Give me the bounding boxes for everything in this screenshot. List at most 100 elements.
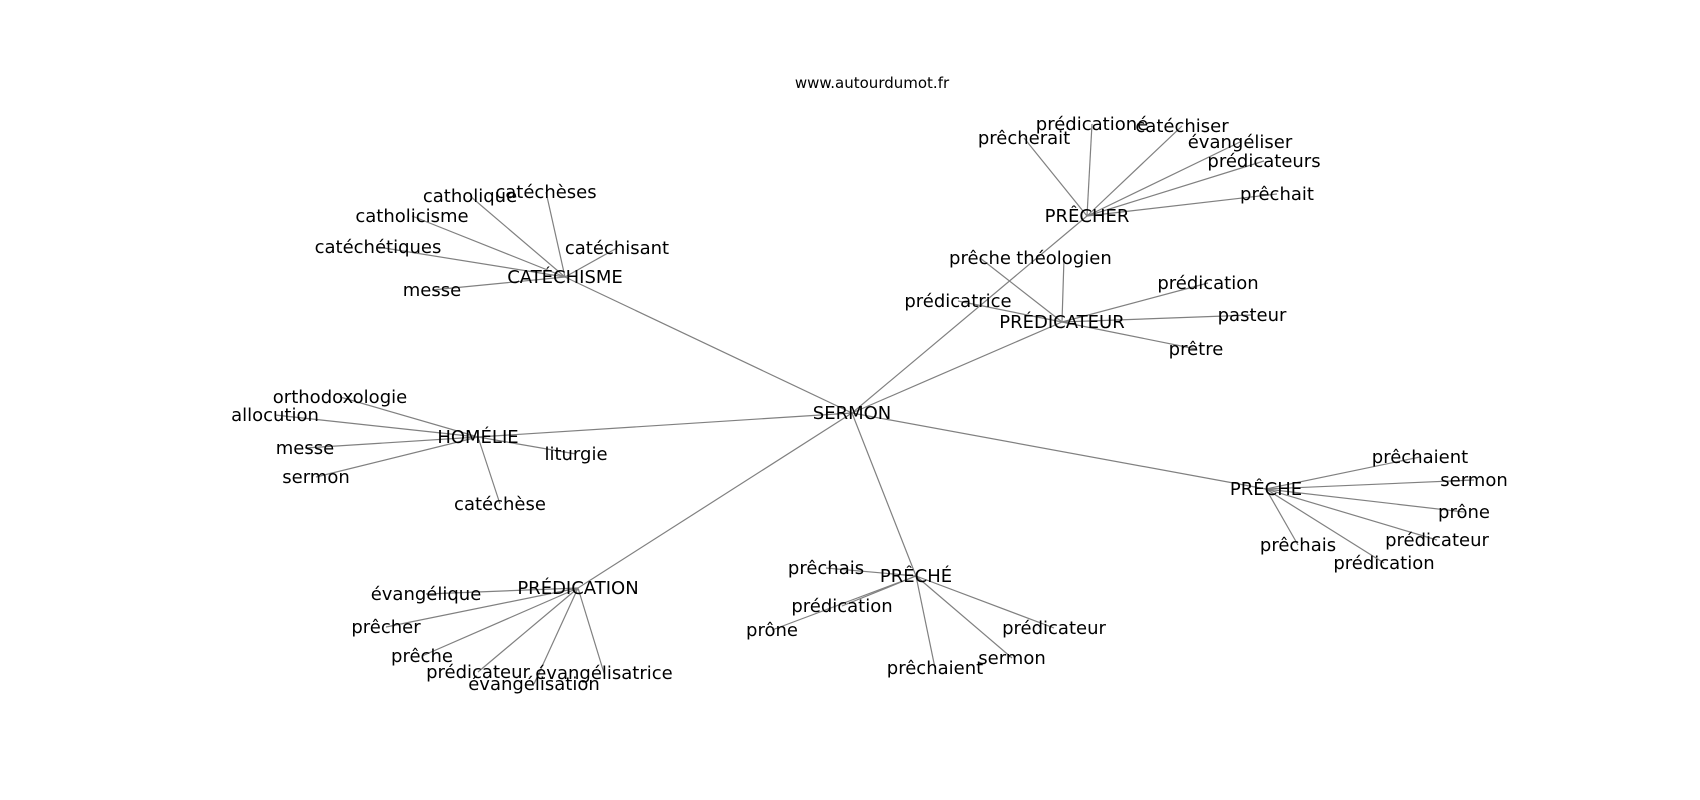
center-node-label: SERMON [813, 403, 891, 424]
hub-precher-leaf-label: prédicationé [1036, 114, 1148, 135]
hub-predication-label: PRÉDICATION [517, 577, 638, 599]
hub-catechisme-leaf-label: catéchétiques [315, 237, 442, 258]
edge-hub-predicateur-leaf-5 [1061, 321, 1197, 350]
edge-hub-precher-leaf-3 [1086, 141, 1241, 217]
hub-homelie-leaf-label: catéchèse [454, 494, 546, 515]
hub-homelie-leaf-label: messe [276, 438, 334, 459]
hub-predicateur-leaf-label: théologien [1016, 248, 1111, 269]
edge-hub-predication-leaf-2 [421, 587, 579, 657]
edge-center-hub-catechisme [564, 276, 853, 414]
hub-preche-accent-leaf-label: prédicateur [1002, 618, 1106, 639]
hub-predication-leaf-label: prêcher [351, 617, 421, 638]
hub-preche-accent-leaf-label: sermon [978, 648, 1046, 669]
edge-hub-preche-accent-leaf-0 [825, 567, 917, 577]
edge-center-hub-predicateur [851, 321, 1063, 414]
hub-precher-leaf-label: prédicateurs [1207, 151, 1320, 172]
edge-hub-predication-leaf-1 [385, 587, 579, 628]
hub-catechisme-label: CATÉCHISME [507, 266, 623, 288]
hub-predication-leaf-label: prédicateur [426, 662, 530, 683]
edge-hub-predication-leaf-3 [477, 587, 579, 673]
hub-predicateur-leaf-label: pasteur [1218, 305, 1287, 326]
hub-catechisme-leaf-label: catéchisant [565, 238, 669, 259]
hub-homelie-leaf-label: sermon [282, 467, 350, 488]
hub-precher-leaf-label: évangéliser [1188, 132, 1293, 153]
edge-hub-homelie-leaf-0 [339, 396, 479, 438]
hub-precher-leaf-label: catéchiser [1135, 116, 1229, 137]
site-url-label: www.autourdumot.fr [795, 74, 950, 92]
hub-preche-accent-label: PRÊCHÉ [880, 565, 952, 587]
edge-hub-precher-leaf-2 [1023, 137, 1088, 217]
hub-preche-leaf-label: sermon [1440, 470, 1508, 491]
edge-hub-preche-leaf-1 [1265, 479, 1475, 490]
edge-hub-predicateur-leaf-1 [1061, 257, 1065, 323]
hub-catechisme-leaf-label: messe [403, 280, 461, 301]
edge-hub-preche-leaf-4 [1265, 488, 1299, 546]
edge-hub-catechisme-leaf-5 [431, 276, 566, 291]
hub-homelie-leaf-label: allocution [231, 405, 319, 426]
hub-catechisme-leaf-label: catéchèses [495, 182, 596, 203]
edge-hub-predication-leaf-5 [533, 587, 579, 685]
edge-hub-predicateur-leaf-4 [1061, 314, 1253, 323]
hub-predicateur-leaf-label: prêche [949, 248, 1011, 269]
edge-hub-catechisme-leaf-2 [411, 215, 566, 278]
edge-hub-homelie-leaf-3 [477, 436, 577, 455]
hub-catechisme-leaf-label: catholique [423, 186, 517, 207]
edge-hub-precher-leaf-4 [1086, 160, 1265, 217]
edge-center-hub-predication [577, 412, 853, 589]
edge-hub-predicateur-leaf-3 [957, 300, 1063, 323]
hub-preche-accent-leaf-label: prône [746, 620, 798, 641]
hub-preche-leaf-label: prêchaient [1372, 447, 1468, 468]
hub-predication-leaf-label: évangélique [371, 584, 482, 605]
hub-predication-leaf-label: évangélisation [468, 674, 600, 695]
edge-hub-preche-leaf-3 [1265, 488, 1438, 541]
edge-hub-preche-leaf-2 [1265, 488, 1465, 513]
hub-homelie-label: HOMÉLIE [437, 426, 518, 448]
edge-hub-preche-accent-leaf-3 [915, 575, 1055, 629]
edge-hub-predicateur-leaf-0 [979, 257, 1063, 323]
edge-hub-homelie-leaf-2 [304, 436, 479, 449]
edge-center-hub-preche-accent [851, 412, 917, 577]
hub-preche-leaf-label: prédicateur [1385, 530, 1489, 551]
edge-hub-catechisme-leaf-3 [564, 247, 618, 278]
hub-homelie-leaf-label: orthodoxologie [273, 387, 407, 408]
hub-precher-leaf-label: prêcherait [978, 128, 1070, 149]
edge-hub-catechisme-leaf-1 [545, 191, 566, 278]
hub-homelie-leaf-label: liturgie [544, 444, 607, 465]
edge-hub-preche-accent-leaf-5 [915, 575, 936, 669]
hub-precher-leaf-label: prêchait [1240, 184, 1314, 205]
edge-hub-preche-leaf-0 [1265, 456, 1421, 490]
hub-preche-accent-leaf-label: prêchaient [887, 658, 983, 679]
hub-preche-leaf-label: prône [1438, 502, 1490, 523]
edge-hub-predicateur-leaf-2 [1061, 282, 1209, 323]
edge-hub-precher-leaf-5 [1086, 193, 1278, 217]
edge-hub-preche-accent-leaf-4 [915, 575, 1013, 659]
edge-hub-precher-leaf-0 [1086, 123, 1093, 217]
edge-hub-homelie-leaf-4 [315, 436, 479, 478]
edge-hub-catechisme-leaf-0 [469, 195, 566, 278]
hub-preche-leaf-label: prédication [1333, 553, 1434, 574]
hub-catechisme-leaf-label: catholicisme [355, 206, 468, 227]
hub-predication-leaf-label: prêche [391, 646, 453, 667]
hub-preche-label: PRÊCHE [1230, 478, 1302, 500]
edge-hub-homelie-leaf-1 [274, 414, 479, 438]
edge-hub-homelie-leaf-5 [477, 436, 501, 505]
edge-center-hub-precher [851, 215, 1088, 414]
edge-center-hub-homelie [477, 412, 853, 438]
edge-hub-precher-leaf-1 [1086, 125, 1183, 217]
edge-hub-preche-leaf-5 [1265, 488, 1385, 564]
edge-hub-catechisme-leaf-4 [377, 246, 566, 278]
hub-predicateur-label: PRÉDICATEUR [999, 311, 1124, 333]
hub-predication-leaf-label: évangélisatrice [535, 663, 673, 684]
edge-hub-predication-leaf-4 [577, 587, 605, 674]
graph-edges [274, 123, 1475, 685]
hub-preche-accent-leaf-label: prédication [791, 596, 892, 617]
hub-preche-accent-leaf-label: prêchais [788, 558, 864, 579]
hub-preche-leaf-label: prêchais [1260, 535, 1336, 556]
hub-predicateur-leaf-label: prêtre [1169, 339, 1224, 360]
hub-precher-label: PRÊCHER [1045, 205, 1130, 227]
edge-center-hub-preche [851, 412, 1267, 490]
hub-predicateur-leaf-label: prédicatrice [904, 291, 1011, 312]
